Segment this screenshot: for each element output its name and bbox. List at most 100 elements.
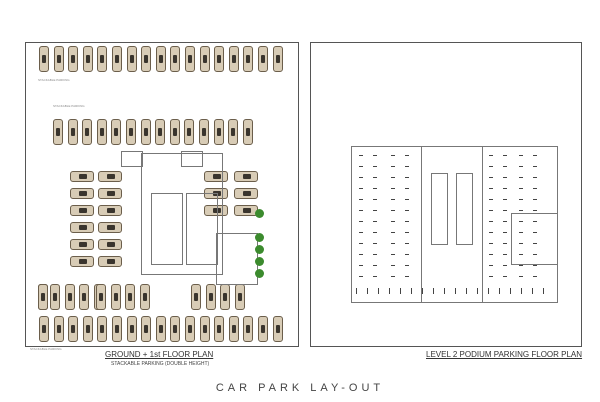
car-icon xyxy=(126,46,137,72)
car-icon xyxy=(125,284,136,310)
car-icon xyxy=(98,205,122,216)
car-icon xyxy=(199,119,209,145)
car-icon xyxy=(82,316,93,342)
parking-bay-mark xyxy=(489,221,493,222)
car-icon xyxy=(39,316,49,342)
parking-bay-mark xyxy=(489,210,493,211)
parking-bay-mark xyxy=(378,288,379,294)
parking-bay-mark xyxy=(533,265,537,266)
parking-bay-mark xyxy=(455,288,456,294)
building-core xyxy=(121,151,143,167)
parking-bay-mark xyxy=(405,221,409,222)
building-core xyxy=(511,213,558,265)
parking-bay-mark xyxy=(519,221,523,222)
car-icon xyxy=(170,46,181,72)
parking-bay-mark xyxy=(359,221,363,222)
parking-bay-mark xyxy=(373,276,377,277)
parking-bay-mark xyxy=(367,288,368,294)
parking-bay-mark xyxy=(391,232,395,233)
parking-bay-mark xyxy=(503,177,507,178)
parking-bay-mark xyxy=(391,276,395,277)
parking-bay-mark xyxy=(533,199,537,200)
car-icon xyxy=(185,46,195,72)
parking-bay-mark xyxy=(405,199,409,200)
car-icon xyxy=(79,284,90,310)
parking-bay-mark xyxy=(405,188,409,189)
car-icon xyxy=(155,316,166,342)
level2-plan-title: LEVEL 2 PODIUM PARKING FLOOR PLAN xyxy=(426,350,583,359)
car-icon xyxy=(155,46,166,72)
parking-bay-mark xyxy=(391,254,395,255)
car-icon xyxy=(53,119,63,145)
zone-label-second: STACKABLE PARKING xyxy=(53,104,85,108)
parking-bay-mark xyxy=(519,243,523,244)
parking-bay-mark xyxy=(373,232,377,233)
tree-icon xyxy=(255,257,264,266)
parking-bay-mark xyxy=(489,232,493,233)
parking-bay-mark xyxy=(499,288,500,294)
parking-bay-mark xyxy=(533,221,537,222)
parking-bay-mark xyxy=(519,199,523,200)
parking-bay-mark xyxy=(519,188,523,189)
parking-bay-mark xyxy=(489,166,493,167)
parking-bay-mark xyxy=(405,243,409,244)
parking-bay-mark xyxy=(489,155,493,156)
parking-bay-mark xyxy=(373,265,377,266)
car-icon xyxy=(242,119,253,145)
parking-bay-mark xyxy=(519,177,523,178)
car-icon xyxy=(191,284,201,310)
parking-bay-mark xyxy=(533,177,537,178)
car-icon xyxy=(53,46,64,72)
car-icon xyxy=(258,46,268,72)
car-icon xyxy=(96,284,106,310)
parking-bay-mark xyxy=(359,276,363,277)
parking-bay-mark xyxy=(533,232,537,233)
parking-bay-mark xyxy=(359,232,363,233)
parking-bay-mark xyxy=(519,276,523,277)
tree-icon xyxy=(255,269,264,278)
car-icon xyxy=(139,284,150,310)
car-icon xyxy=(111,119,122,145)
parking-bay-mark xyxy=(359,254,363,255)
parking-bay-mark xyxy=(405,254,409,255)
car-icon xyxy=(96,119,107,145)
parking-bay-mark xyxy=(466,288,467,294)
parking-bay-mark xyxy=(359,210,363,211)
parking-bay-mark xyxy=(391,177,395,178)
parking-bay-mark xyxy=(503,243,507,244)
parking-bay-mark xyxy=(359,166,363,167)
parking-bay-mark xyxy=(489,254,493,255)
car-icon xyxy=(70,222,94,233)
parking-bay-mark xyxy=(519,232,523,233)
parking-bay-mark xyxy=(533,243,537,244)
car-icon xyxy=(112,316,122,342)
tree-icon xyxy=(255,245,264,254)
car-icon xyxy=(220,284,231,310)
page-title: CAR PARK LAY-OUT xyxy=(215,382,385,394)
parking-bay-mark xyxy=(489,243,493,244)
car-icon xyxy=(50,284,60,310)
building-core xyxy=(431,173,448,245)
parking-bay-mark xyxy=(489,199,493,200)
parking-bay-mark xyxy=(359,243,363,244)
car-icon xyxy=(205,284,216,310)
parking-bay-mark xyxy=(373,199,377,200)
building-core xyxy=(186,193,218,265)
car-icon xyxy=(214,46,225,72)
car-icon xyxy=(213,119,224,145)
parking-bay-mark xyxy=(503,155,507,156)
parking-bay-mark xyxy=(422,288,423,294)
car-icon xyxy=(98,222,122,233)
car-icon xyxy=(185,316,195,342)
parking-bay-mark xyxy=(519,155,523,156)
car-icon xyxy=(204,171,228,182)
parking-bay-mark xyxy=(489,177,493,178)
parking-bay-mark xyxy=(519,254,523,255)
car-icon xyxy=(228,119,239,145)
parking-bay-mark xyxy=(444,288,445,294)
ground-floor-plan xyxy=(25,42,299,347)
parking-bay-mark xyxy=(405,155,409,156)
car-icon xyxy=(258,316,268,342)
parking-bay-mark xyxy=(519,166,523,167)
building-core xyxy=(151,193,183,265)
